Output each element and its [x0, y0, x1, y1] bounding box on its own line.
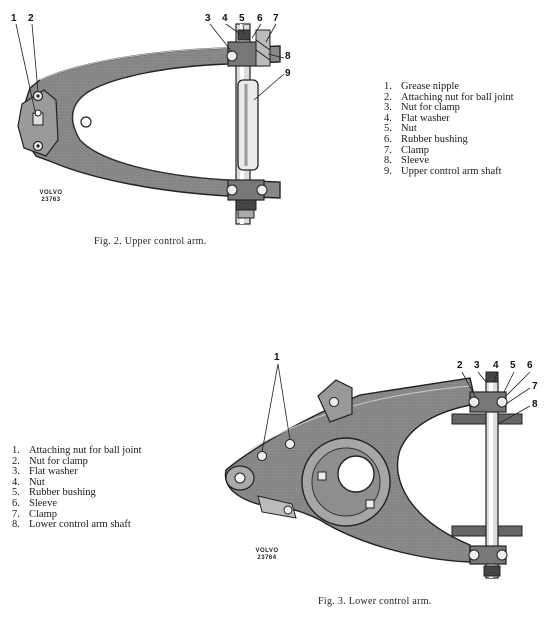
figure-2-caption: Fig. 2. Upper control arm.	[94, 236, 207, 247]
legend-item: 5.Nut	[384, 123, 417, 135]
legend-item: 5.Rubber bushing	[12, 487, 96, 499]
legend-item: 4.Flat washer	[384, 112, 450, 124]
legend-item: 1.Grease nipple	[384, 81, 460, 92]
callout-number: 5	[239, 13, 245, 24]
figure-3-caption: Fig. 3. Lower control arm.	[318, 596, 432, 607]
volvo-logo-lower: VOLVO 23764	[252, 548, 282, 562]
legend-item: 1.Attaching nut for ball joint	[12, 445, 142, 456]
lower-control-arm-drawing	[224, 371, 523, 579]
upper-arm-legend: 1.Grease nipple 2.Attaching nut for ball…	[384, 81, 514, 177]
legend-item: 7.Clamp	[12, 508, 57, 520]
upper-leader-lines	[15, 23, 285, 117]
callout-number: 6	[527, 360, 533, 371]
lower-leader-lines	[261, 363, 531, 453]
legend-item: 2.Nut for clamp	[12, 455, 88, 467]
legend-item: 8.Lower control arm shaft	[12, 519, 131, 531]
volvo-logo-upper: VOLVO 23763	[36, 190, 66, 204]
legend-item: 7.Clamp	[384, 144, 429, 156]
lower-arm-legend: 1.Attaching nut for ball joint 2.Nut for…	[12, 445, 142, 531]
legend-item: 9.Upper control arm shaft	[384, 165, 502, 177]
callout-number: 1	[274, 352, 280, 363]
legend-item: 3.Flat washer	[12, 466, 78, 478]
callout-number: 4	[493, 360, 499, 371]
brand-text: VOLVO	[39, 190, 63, 196]
callout-number: 6	[257, 13, 263, 24]
legend-item: 4.Nut	[12, 476, 45, 488]
callout-number: 3	[205, 13, 211, 24]
callout-number: 9	[285, 68, 291, 79]
callout-number: 2	[28, 13, 34, 24]
callout-number: 2	[457, 360, 463, 371]
drawing-code: 23763	[41, 197, 61, 203]
drawing-code: 23764	[257, 555, 277, 561]
legend-item: 3.Nut for clamp	[384, 102, 460, 114]
legend-item: 2.Attaching nut for ball joint	[384, 91, 514, 103]
brand-text: VOLVO	[255, 548, 279, 554]
upper-arm-body	[17, 45, 281, 199]
callout-number: 7	[532, 381, 538, 392]
legend-item: 8.Sleeve	[384, 155, 429, 167]
callout-number: 8	[532, 399, 538, 410]
callout-number: 7	[273, 13, 279, 24]
legend-item: 6.Rubber bushing	[384, 133, 468, 145]
callout-number: 3	[474, 360, 480, 371]
callout-number: 1	[11, 13, 17, 24]
callout-number: 4	[222, 13, 228, 24]
callout-number: 5	[510, 360, 516, 371]
legend-item: 6.Sleeve	[12, 497, 57, 509]
upper-arm-shaft	[226, 23, 271, 225]
callout-number: 8	[285, 51, 291, 62]
